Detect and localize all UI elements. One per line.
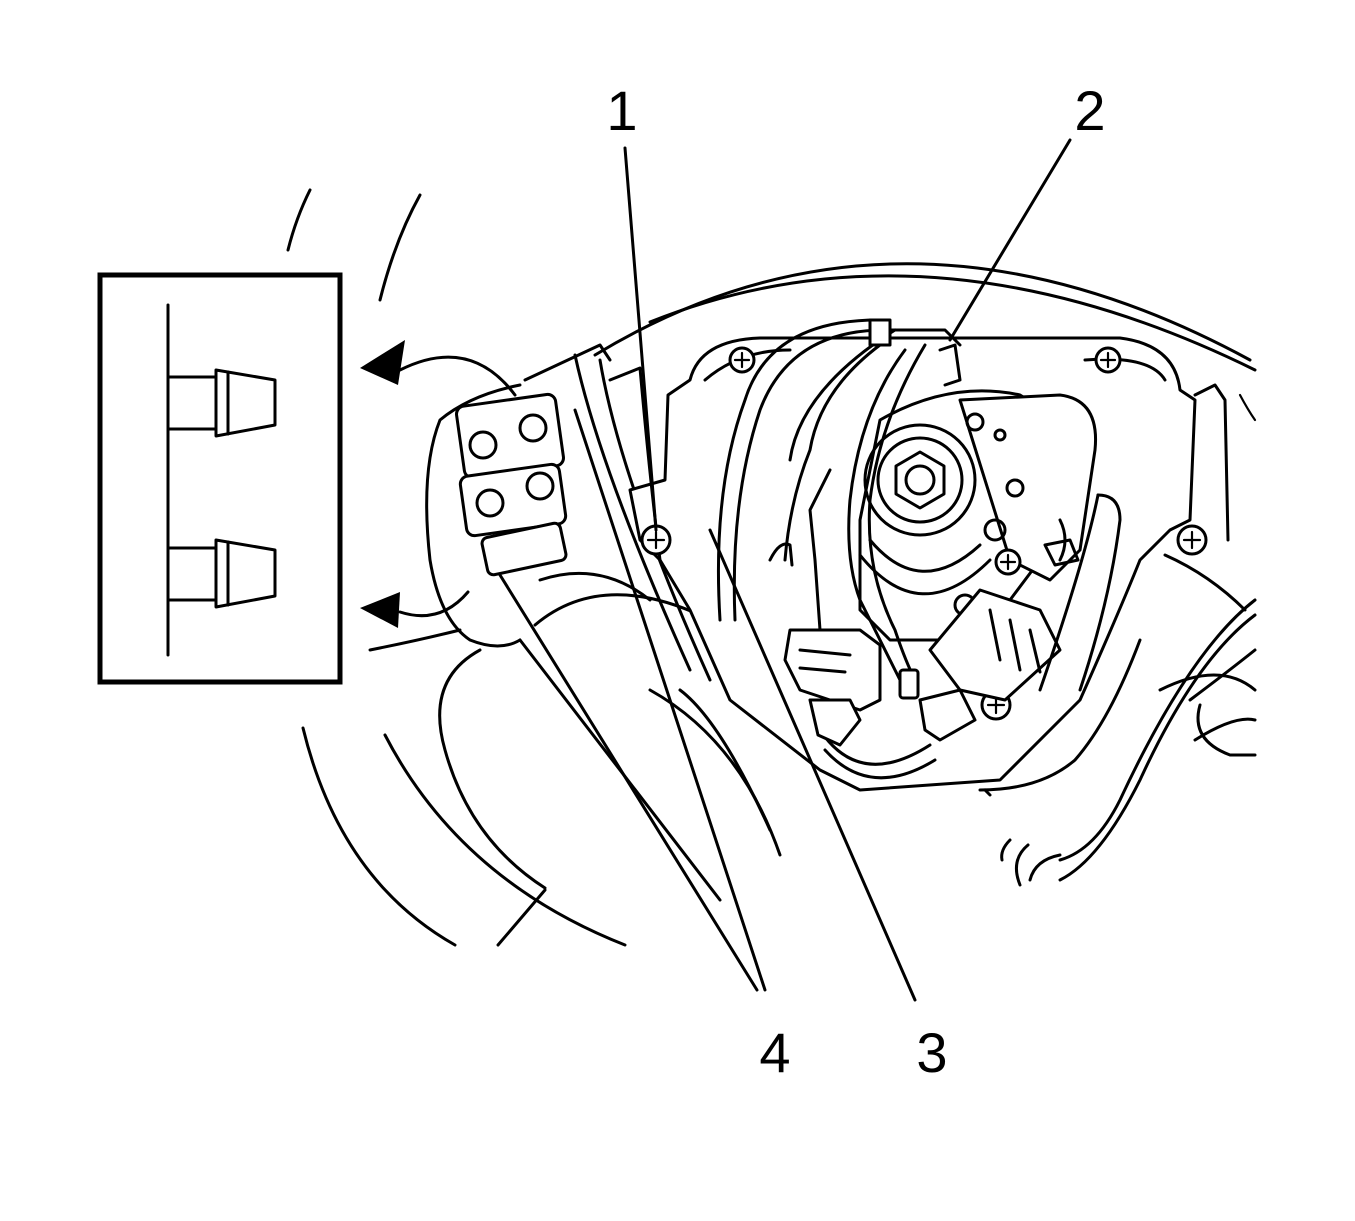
arrow-lower-icon [360, 592, 400, 628]
release-arrows [360, 340, 517, 628]
switch-button-icon [468, 430, 498, 460]
switch-button-icon [475, 488, 505, 518]
callout-labels: 1 2 3 4 [606, 79, 1105, 1084]
screw-icon [1176, 524, 1208, 556]
callout-1: 1 [606, 79, 637, 142]
screw-icon [728, 346, 756, 374]
upper-trim [593, 262, 1257, 422]
retaining-clip-lower [166, 538, 277, 609]
retaining-clip-upper [166, 368, 277, 438]
leader-line-4a [498, 573, 759, 992]
leader-line-3 [708, 528, 917, 1002]
paddle-switch [480, 521, 568, 577]
left-switch-cluster [455, 392, 568, 577]
callout-2: 2 [1074, 79, 1105, 142]
screw-icon [1094, 346, 1122, 374]
arrow-upper-icon [360, 340, 405, 385]
switch-button-icon [518, 413, 548, 443]
wiring-harness [716, 318, 962, 780]
leader-line-2 [948, 138, 1072, 342]
leader-line-4b [573, 408, 767, 992]
steering-nut [894, 450, 946, 510]
callout-4: 4 [759, 1021, 790, 1084]
switch-button-icon [525, 471, 555, 501]
callout-3: 3 [916, 1021, 947, 1084]
hub-assembly [608, 336, 1257, 797]
connectors [783, 538, 1080, 747]
leader-line-1 [623, 146, 658, 532]
steering-wheel-rim [286, 188, 627, 947]
leader-lines [498, 138, 1072, 1002]
screw-icon [994, 548, 1022, 576]
detail-inset [97, 272, 343, 685]
right-spoke [1000, 493, 1257, 887]
